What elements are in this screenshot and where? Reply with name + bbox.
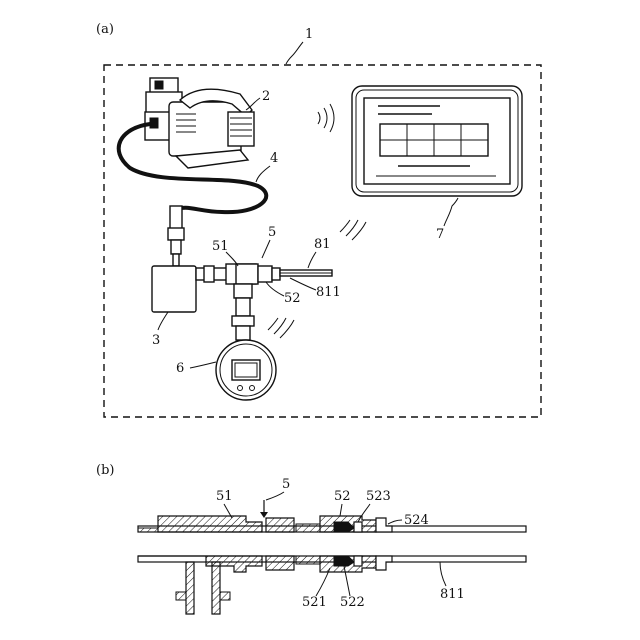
label-system: 1 (305, 27, 313, 42)
pressure-gauge (216, 340, 276, 400)
leader-unit (158, 312, 168, 330)
leader-811 (290, 278, 316, 290)
leader-b-5 (266, 492, 284, 500)
leader-52 (266, 282, 284, 296)
leader-b-811 (440, 562, 446, 586)
arrowhead-b-5 (260, 512, 268, 518)
label-coupler-52: 52 (284, 291, 301, 306)
unit-3 (152, 266, 196, 312)
leader-gauge (190, 362, 216, 368)
label-hose: 4 (270, 151, 278, 166)
leader-b-523 (358, 504, 370, 522)
cross-section (138, 516, 526, 614)
leader-b-52 (340, 504, 342, 516)
panel-b-label: (b) (96, 463, 114, 478)
tablet (352, 86, 522, 196)
label-b-522: 522 (340, 595, 365, 610)
leader-system (286, 42, 303, 64)
label-coupler-51: 51 (212, 239, 229, 254)
leader-tablet (444, 198, 458, 226)
label-gauge: 6 (176, 361, 184, 376)
hose-fitting (168, 206, 184, 266)
wireless-waves-tablet (318, 104, 334, 132)
leader-b-524 (388, 520, 402, 524)
panel-a-label: (a) (96, 22, 114, 37)
label-b-524: 524 (404, 513, 429, 528)
label-b-521: 521 (302, 595, 327, 610)
label-b-811: 811 (440, 587, 465, 602)
leader-coupler (262, 240, 270, 258)
label-coupler: 5 (268, 225, 276, 240)
leader-81 (308, 252, 316, 268)
label-compressor: 2 (262, 89, 270, 104)
label-b-51: 51 (216, 489, 233, 504)
label-b-52: 52 (334, 489, 351, 504)
leader-hose (256, 166, 270, 182)
label-probe: 81 (314, 237, 331, 252)
coupler (236, 264, 280, 284)
wireless-waves-gauge (268, 318, 294, 338)
label-probe-tube: 811 (316, 285, 341, 300)
probe (280, 270, 332, 276)
label-tablet: 7 (436, 227, 444, 242)
label-b-523: 523 (366, 489, 391, 504)
compressor (145, 78, 254, 168)
wireless-waves-probe (340, 220, 366, 240)
label-b-5: 5 (282, 477, 290, 492)
label-unit: 3 (152, 333, 160, 348)
gauge-stem (232, 284, 254, 340)
